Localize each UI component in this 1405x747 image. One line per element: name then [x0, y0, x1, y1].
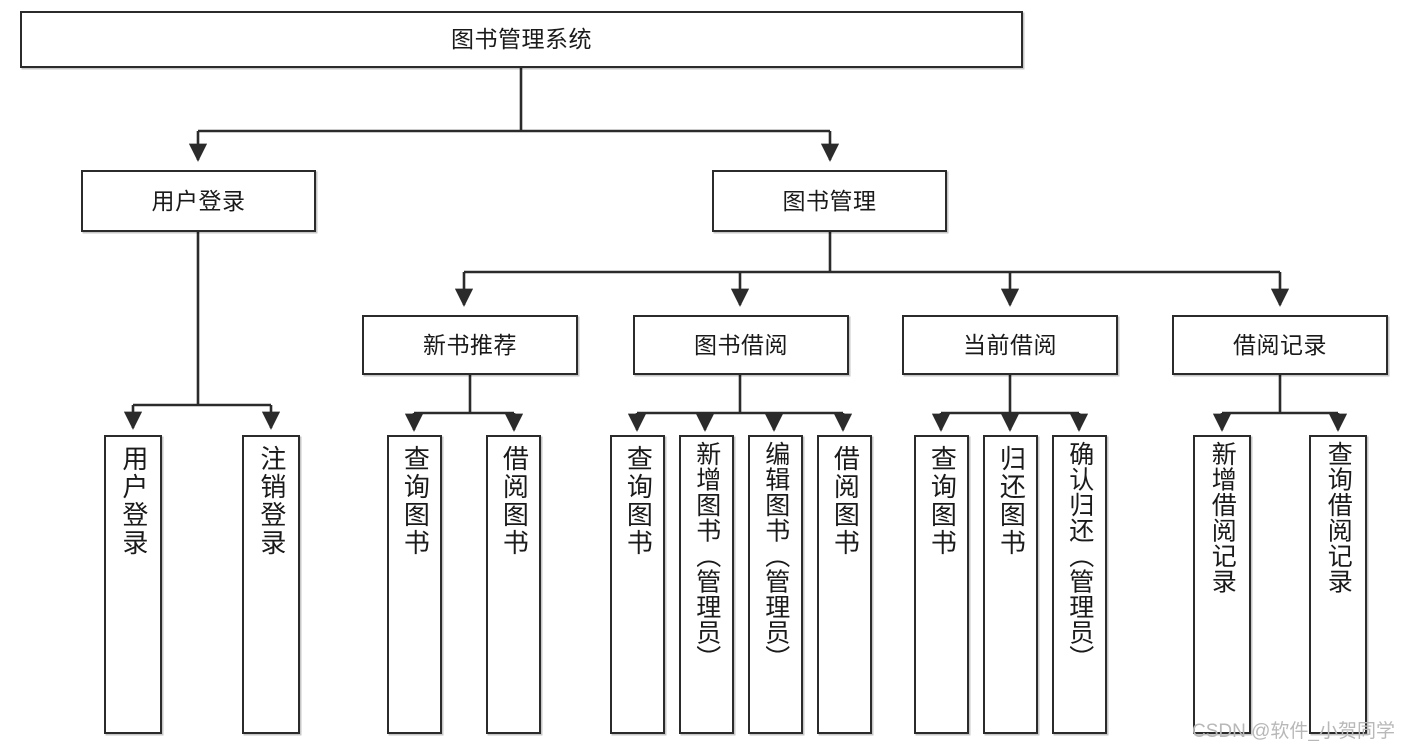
node-leaf-user-login[interactable]: 用户登录 [104, 435, 162, 734]
node-leaf-query-borrow-record[interactable]: 查询借阅记录 [1309, 435, 1367, 734]
node-label: 新增图书（管理员） [692, 441, 721, 671]
node-root-book-management-system[interactable]: 图书管理系统 [20, 11, 1023, 68]
node-leaf-query-book-recommendation[interactable]: 查询图书 [387, 435, 442, 734]
node-label: 新增借阅记录 [1208, 441, 1237, 594]
node-label: 归还图书 [996, 445, 1027, 557]
node-label: 查询图书 [623, 445, 654, 557]
node-label: 查询图书 [400, 445, 431, 557]
node-current-borrowing[interactable]: 当前借阅 [902, 315, 1118, 375]
node-label: 用户登录 [118, 445, 149, 557]
node-label: 当前借阅 [963, 331, 1057, 358]
node-label: 编辑图书（管理员） [761, 441, 790, 671]
node-label: 用户登录 [151, 187, 246, 214]
node-label: 新书推荐 [423, 331, 517, 358]
node-label: 借阅图书 [830, 445, 861, 557]
node-label: 图书借阅 [694, 331, 788, 358]
node-label: 查询图书 [927, 445, 958, 557]
node-user-login[interactable]: 用户登录 [81, 170, 316, 232]
node-leaf-query-book-borrowing[interactable]: 查询图书 [610, 435, 665, 734]
node-leaf-logout[interactable]: 注销登录 [242, 435, 300, 734]
node-label: 确认归还（管理员） [1065, 441, 1094, 671]
node-label: 图书管理系统 [451, 26, 592, 52]
node-label: 借阅图书 [499, 445, 530, 557]
node-label: 注销登录 [256, 445, 287, 557]
node-label: 查询借阅记录 [1324, 441, 1353, 594]
node-book-borrowing[interactable]: 图书借阅 [633, 315, 849, 375]
node-label: 图书管理 [782, 187, 877, 214]
node-leaf-borrow-book-borrowing[interactable]: 借阅图书 [817, 435, 872, 734]
node-leaf-borrow-book-recommendation[interactable]: 借阅图书 [486, 435, 541, 734]
node-leaf-query-book-current[interactable]: 查询图书 [914, 435, 969, 734]
node-new-book-recommendation[interactable]: 新书推荐 [362, 315, 578, 375]
node-label: 借阅记录 [1233, 331, 1327, 358]
node-book-management[interactable]: 图书管理 [712, 170, 947, 232]
node-borrowing-record[interactable]: 借阅记录 [1172, 315, 1388, 375]
node-leaf-edit-book-admin[interactable]: 编辑图书（管理员） [748, 435, 803, 734]
node-leaf-add-book-admin[interactable]: 新增图书（管理员） [679, 435, 734, 734]
node-leaf-add-borrow-record[interactable]: 新增借阅记录 [1193, 435, 1251, 734]
node-leaf-return-book[interactable]: 归还图书 [983, 435, 1038, 734]
node-leaf-confirm-return-admin[interactable]: 确认归还（管理员） [1052, 435, 1107, 734]
